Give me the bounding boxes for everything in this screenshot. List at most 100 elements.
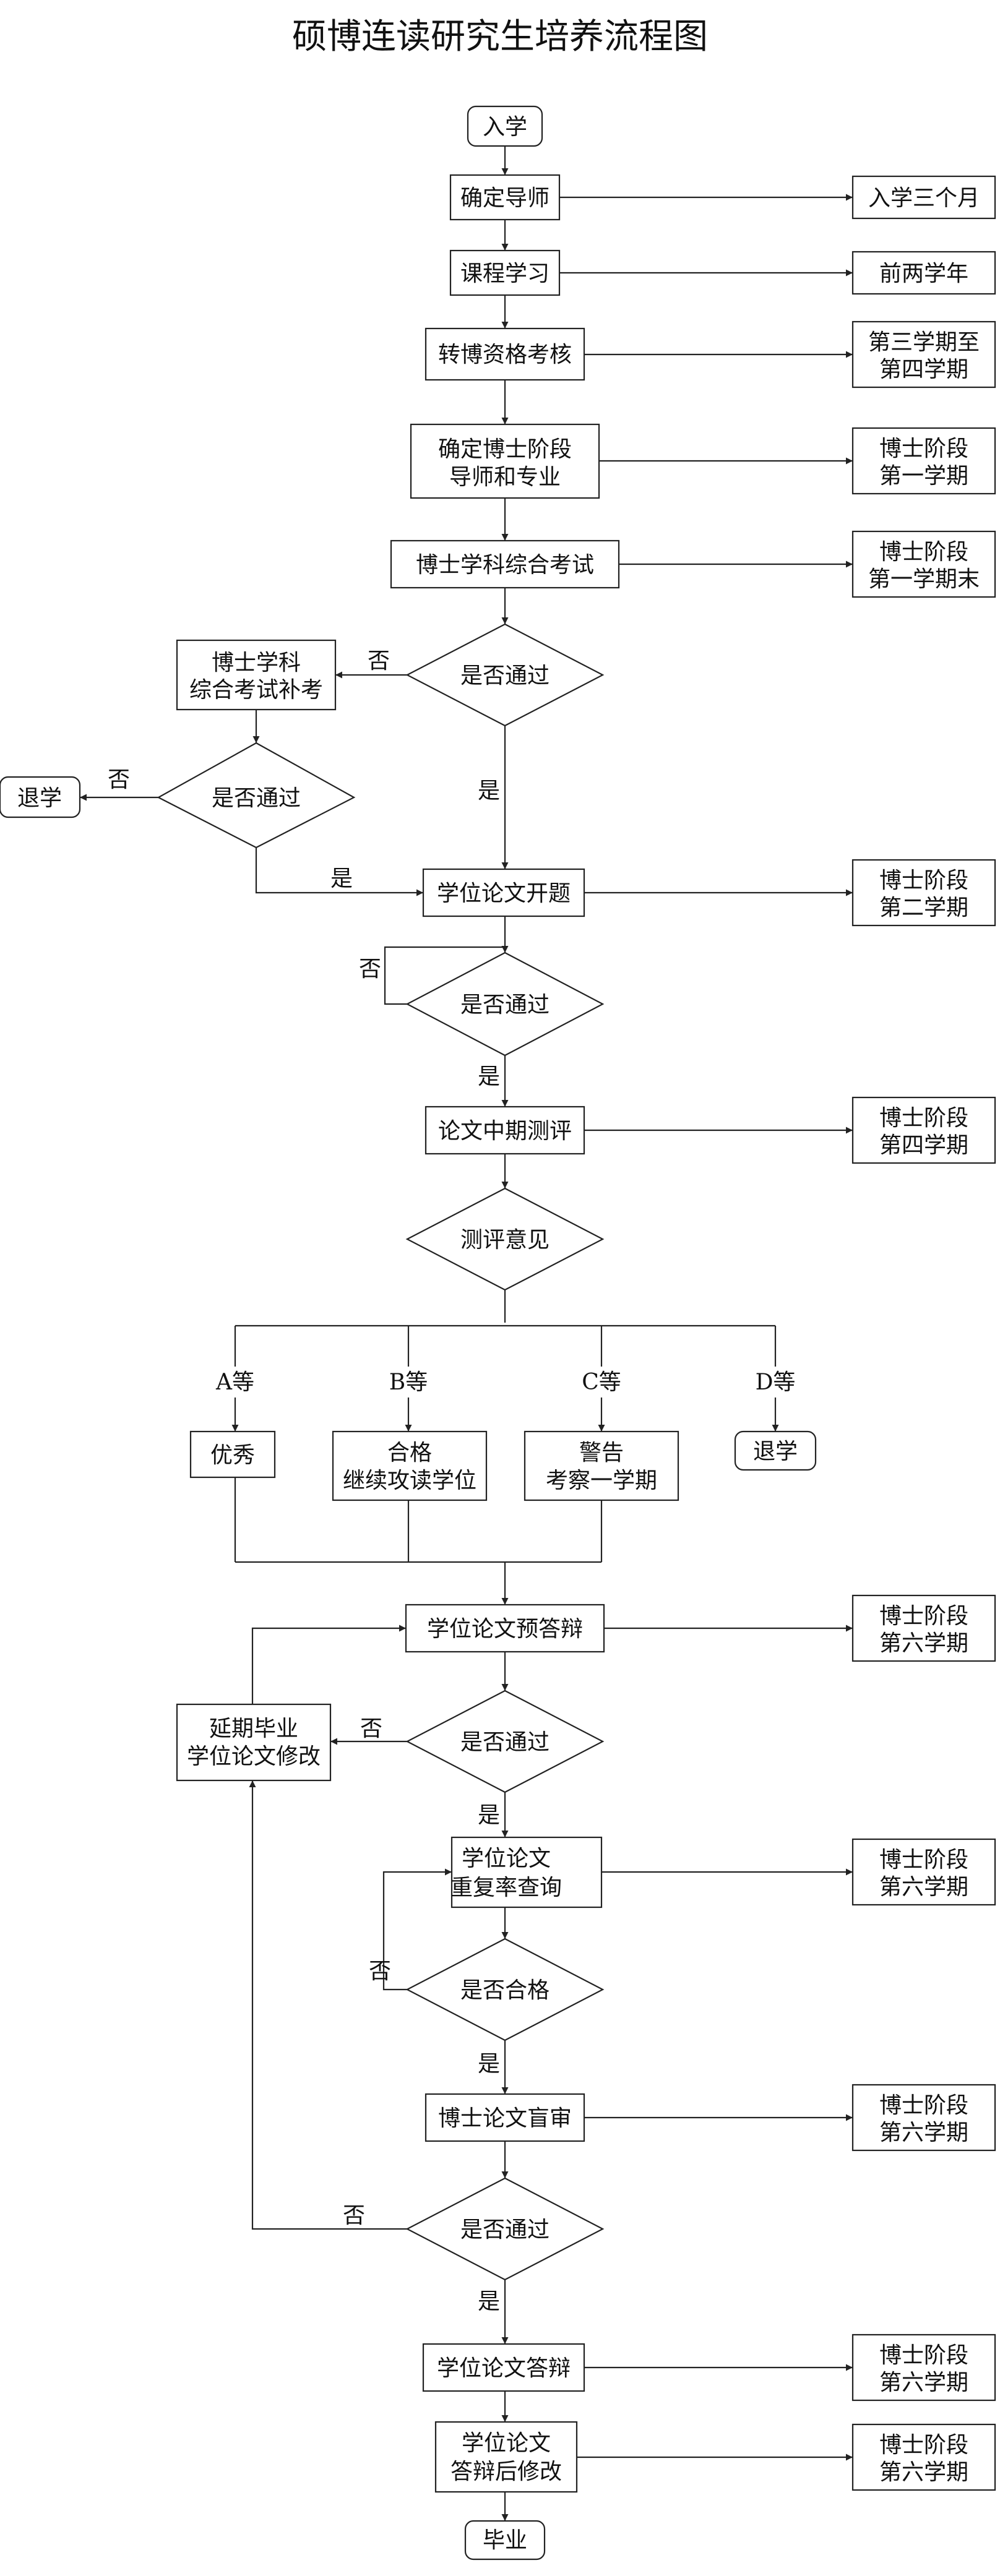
node-qualify-label: 转博资格考核 [438,342,572,367]
node-pass3: 是否通过 [405,1689,605,1793]
timeline-t3: 第三学期至 第四学期 [851,320,996,389]
label-no-pass4: 否 [343,2203,365,2228]
node-defense-label: 学位论文答辩 [437,2356,571,2381]
timeline-t3-line1: 第三学期至 [868,330,980,355]
timeline-t2-line1: 前两学年 [879,261,968,286]
timeline-t5-line2: 第一学期末 [868,567,980,592]
timeline-t7: 博士阶段 第四学期 [851,1096,996,1164]
node-graduate: 毕业 [464,2520,546,2561]
timeline-t9: 博士阶段 第六学期 [851,1838,996,1906]
node-warning-line2: 考察一学期 [546,1468,657,1493]
node-pass1: 是否通过 [405,623,605,727]
timeline-t12-line2: 第六学期 [879,2460,968,2485]
edge-labels: 否 是 否 是 否 是 A等 B等 C等 D等 否 是 否 是 否 是 [108,648,795,2314]
node-advisor-label: 确定导师 [460,186,550,211]
node-pass2: 是否通过 [405,951,605,1057]
node-makeup-line2: 综合考试补考 [189,677,323,703]
node-excellent-label: 优秀 [210,1443,255,1468]
node-blind-label: 博士论文盲审 [438,2106,572,2131]
node-pass4-label: 是否通过 [460,2217,550,2243]
node-excellent: 优秀 [189,1430,276,1479]
node-defense: 学位论文答辩 [422,2343,585,2392]
node-proposal: 学位论文开题 [422,868,585,917]
label-yes-pass2: 是 [478,1064,500,1089]
timeline-t11: 博士阶段 第六学期 [851,2333,996,2402]
node-qualified-check: 是否合格 [405,1938,605,2041]
timeline-t12-line1: 博士阶段 [879,2432,968,2458]
label-grade-d: D等 [756,1370,796,1395]
timeline-t4-line2: 第一学期 [879,463,968,489]
node-proposal-label: 学位论文开题 [437,881,571,906]
timeline-t10: 博士阶段 第六学期 [851,2084,996,2152]
timeline-t5: 博士阶段 第一学期末 [851,530,996,598]
node-enroll: 入学 [467,105,543,147]
timeline-t8: 博士阶段 第六学期 [851,1594,996,1662]
label-grade-b: B等 [389,1370,428,1395]
node-qualified-line1: 合格 [387,1440,432,1466]
node-courses: 课程学习 [449,249,561,296]
node-pass3-label: 是否通过 [460,1730,550,1755]
node-opinion: 测评意见 [405,1187,605,1291]
node-phd-advisor: 确定博士阶段 导师和专业 [410,423,600,499]
node-delay-line2: 学位论文修改 [187,1744,321,1769]
timeline-t9-line1: 博士阶段 [879,1847,968,1873]
timeline-t10-line1: 博士阶段 [879,2093,968,2118]
node-predefense-label: 学位论文预答辩 [427,1616,583,1642]
timeline-t6-line1: 博士阶段 [879,868,968,893]
timeline-t4: 博士阶段 第一学期 [851,427,996,495]
node-pass1-label: 是否通过 [460,663,550,689]
label-yes-passmakeup: 是 [330,866,353,891]
label-yes-pass1: 是 [478,778,500,804]
node-advisor: 确定导师 [449,174,561,221]
node-blind: 博士论文盲审 [425,2093,585,2142]
node-dupcheck-line1: 学位论文 [462,1846,551,1871]
node-delay: 延期毕业 学位论文修改 [176,1703,332,1782]
node-dupcheck-line2: 重复率查询 [450,1875,562,1900]
label-yes-pass3: 是 [478,1803,500,1828]
timeline-t8-line1: 博士阶段 [879,1604,968,1629]
page-title: 硕博连读研究生培养流程图 [292,17,708,57]
timeline-t12: 博士阶段 第六学期 [851,2423,996,2491]
node-comp-exam: 博士学科综合考试 [390,539,620,589]
timeline-t8-line2: 第六学期 [879,1631,968,1656]
timeline-t9-line2: 第六学期 [879,1874,968,1900]
label-no-pass1: 否 [368,648,390,674]
arrow-pass2-loop [384,946,505,1005]
label-no-qual: 否 [369,1959,391,1984]
node-qualify: 转博资格考核 [425,327,585,381]
node-dupcheck: 学位论文 重复率查询 [450,1836,603,1908]
timeline-t1: 入学三个月 [851,175,996,220]
node-enroll-label: 入学 [483,114,527,140]
node-revise: 学位论文 答辩后修改 [434,2421,578,2493]
node-midterm-label: 论文中期测评 [438,1118,572,1144]
label-grade-a: A等 [215,1370,254,1395]
timeline-t4-line1: 博士阶段 [879,436,968,462]
node-pass2-label: 是否通过 [460,992,550,1018]
node-makeup: 博士学科 综合考试补考 [176,639,337,711]
timeline-t6: 博士阶段 第二学期 [851,859,996,927]
node-opinion-label: 测评意见 [460,1227,550,1253]
node-qualified-check-label: 是否合格 [460,1978,550,2003]
node-pass4: 是否通过 [405,2177,605,2281]
node-delay-line1: 延期毕业 [209,1716,298,1741]
label-grade-c: C等 [582,1370,621,1395]
label-no-pass2: 否 [359,956,381,982]
node-graduate-label: 毕业 [483,2528,527,2553]
timeline-t5-line1: 博士阶段 [879,539,968,565]
node-withdraw1-label: 退学 [17,786,62,811]
timeline-t3-line2: 第四学期 [879,357,968,382]
arrow-pass4-delay [249,1780,407,2230]
node-midterm: 论文中期测评 [425,1106,585,1155]
node-predefense: 学位论文预答辩 [405,1604,605,1653]
timeline-t11-line2: 第六学期 [879,2370,968,2395]
label-yes-qual: 是 [478,2051,500,2077]
timeline-t7-line1: 博士阶段 [879,1106,968,1131]
node-revise-line1: 学位论文 [462,2431,551,2456]
timeline-t7-line2: 第四学期 [879,1133,968,1158]
arrow-passmakeup-proposal [255,848,423,896]
node-qualified: 合格 继续攻读学位 [332,1430,488,1501]
node-warning: 警告 考察一学期 [524,1430,679,1501]
timeline-t6-line2: 第二学期 [879,895,968,921]
node-pass-makeup: 是否通过 [157,742,356,849]
